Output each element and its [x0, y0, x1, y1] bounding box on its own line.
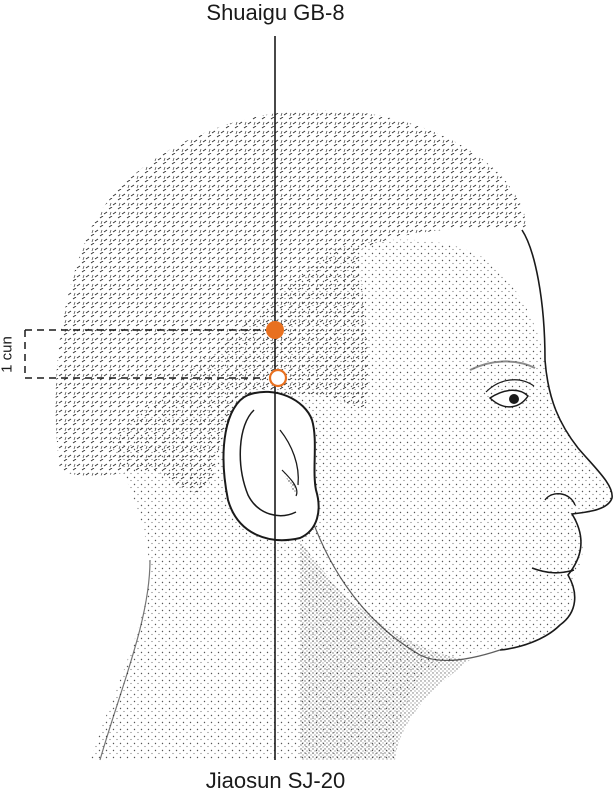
- ear: [222, 390, 320, 542]
- jaw-shading: [300, 540, 470, 760]
- neck-back-outline: [99, 559, 151, 761]
- cun-measure-bracket: [24, 329, 266, 379]
- eye: [469, 360, 536, 408]
- jiaosun-label: Jiaosun SJ-20: [205, 768, 346, 793]
- face-profile-outline: [499, 229, 613, 651]
- cun-measure-label: 1 cun: [0, 336, 16, 373]
- jiaosun-sj20-point: [268, 368, 288, 388]
- hair-area: [55, 110, 526, 493]
- mouth: [531, 567, 575, 574]
- nostril: [544, 493, 576, 506]
- shuaigu-gb8-point: [266, 321, 284, 339]
- shuaigu-label: Shuaigu GB-8: [206, 0, 345, 25]
- jawline: [299, 479, 501, 662]
